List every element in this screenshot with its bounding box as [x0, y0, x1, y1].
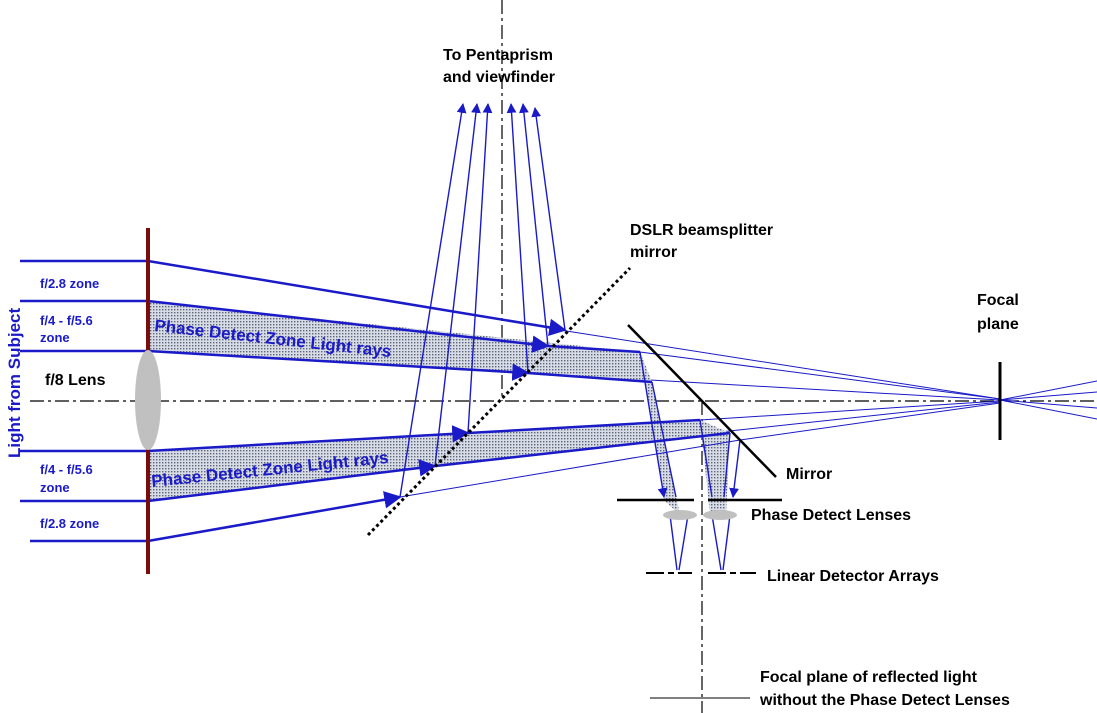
- pd-ray: [678, 514, 689, 571]
- phase-detect-zone-lower: [148, 420, 730, 501]
- down-ray: [699, 419, 713, 498]
- ray-lower-zone-top-cont: [467, 418, 701, 435]
- beamsplitter-label-2: mirror: [630, 244, 677, 261]
- zone-label-bot-4-2: zone: [40, 480, 70, 495]
- secondary-mirror: [627, 324, 777, 478]
- down-ray: [651, 381, 677, 498]
- ray-bottom-28-cont: [399, 439, 741, 498]
- ray-bottom-28: [147, 491, 402, 543]
- up-ray: [531, 107, 566, 331]
- ray-upper-zone-bottom-cont: [527, 371, 653, 384]
- pentaprism-rays: [399, 103, 566, 498]
- zone-label-top-28: f/2.8 zone: [40, 276, 99, 291]
- up-ray: [434, 103, 481, 467]
- converging-ray: [699, 400, 1001, 421]
- up-ray: [467, 103, 493, 434]
- reflected-label-2: without the Phase Detect Lenses: [759, 692, 1010, 709]
- up-ray: [399, 103, 467, 498]
- ray-lower-zone-bottom: [147, 459, 437, 503]
- phase-detect-lens-right: [703, 510, 737, 520]
- diverging-ray: [999, 399, 1097, 409]
- converging-ray: [739, 402, 1001, 441]
- ray-lower-zone-bottom-cont: [434, 431, 731, 468]
- reflected-label-1: Focal plane of reflected light: [760, 669, 978, 686]
- mirror-label: Mirror: [786, 466, 832, 483]
- converging-rays-thin: [559, 329, 1097, 441]
- phase-detect-zone-lower-down: [700, 420, 730, 515]
- focal-label-1: Focal: [977, 292, 1019, 309]
- pd-ray: [711, 514, 722, 571]
- beamsplitter-mirror: [366, 266, 632, 537]
- beamsplitter-label-1: DSLR beamsplitter: [630, 222, 773, 239]
- converging-ray: [719, 401, 1001, 433]
- main-lens: [135, 350, 161, 450]
- up-ray: [519, 103, 549, 347]
- zone-label-bot-4-1: f/4 - f/5.6: [40, 462, 93, 477]
- down-rays: [639, 351, 741, 571]
- ray-lower-zone-top: [147, 425, 470, 453]
- ray-upper-zone-top: [147, 299, 550, 353]
- zone-label-top-4-2: zone: [40, 330, 70, 345]
- up-ray: [506, 103, 529, 374]
- main-rays: [147, 259, 741, 543]
- ray-upper-zone-top-cont: [547, 344, 641, 354]
- focal-label-2: plane: [977, 316, 1019, 333]
- diverging-ray: [999, 380, 1097, 401]
- arrays-label: Linear Detector Arrays: [767, 568, 939, 585]
- down-ray: [723, 432, 731, 498]
- down-ray: [639, 351, 668, 498]
- pd-lenses-label: Phase Detect Lenses: [751, 507, 911, 524]
- ray-top-28: [147, 259, 567, 337]
- phase-detect-lens-left: [663, 510, 697, 520]
- diverging-ray: [999, 391, 1097, 401]
- converging-ray: [649, 379, 1001, 401]
- lens-label: f/8 Lens: [45, 372, 106, 389]
- converging-ray: [559, 329, 1001, 400]
- diverging-ray: [999, 399, 1097, 420]
- ray-upper-zone-bottom: [147, 349, 530, 381]
- zone-label-bot-28: f/2.8 zone: [40, 516, 99, 531]
- pd-ray: [669, 514, 678, 571]
- pentaprism-label-2: and viewfinder: [443, 69, 555, 86]
- pd-ray: [722, 514, 731, 571]
- phase-detect-zone-upper: [148, 301, 652, 382]
- incoming-rays: [20, 259, 148, 543]
- zone-label-top-4-1: f/4 - f/5.6: [40, 313, 93, 328]
- light-from-subject-label: Light from Subject: [5, 308, 24, 459]
- pentaprism-label-1: To Pentaprism: [443, 47, 553, 64]
- converging-ray: [639, 351, 1001, 400]
- down-ray: [729, 439, 741, 498]
